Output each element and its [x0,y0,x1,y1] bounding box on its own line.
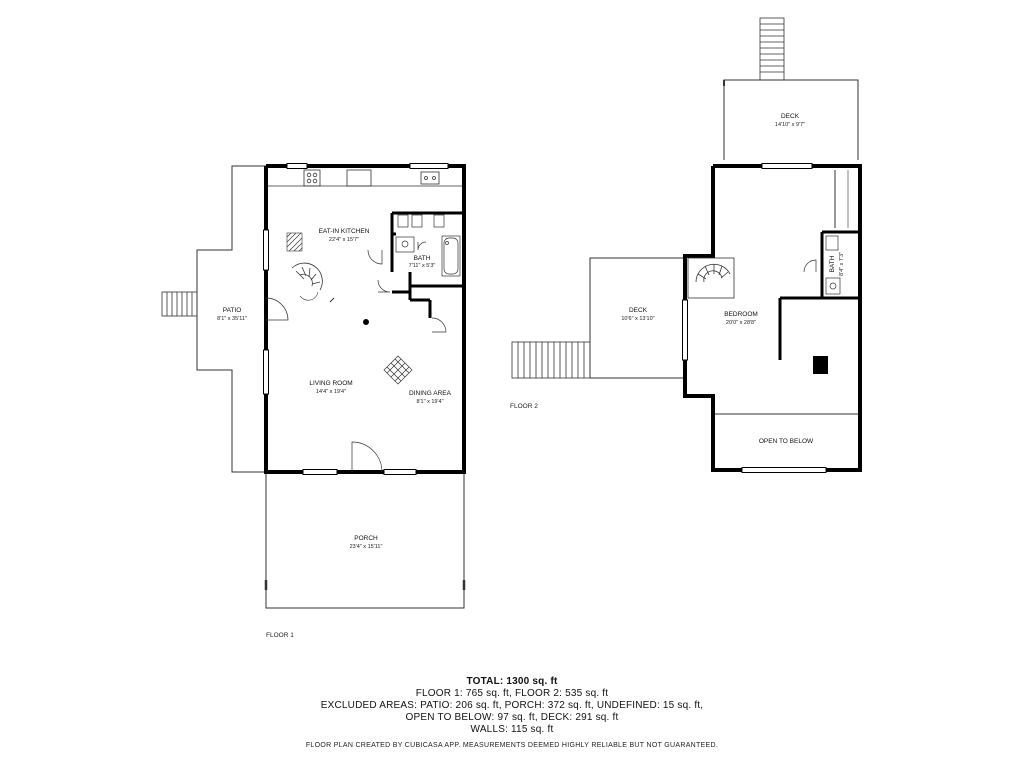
floor-1-doors [265,249,447,473]
floor-1-windows [263,163,449,475]
kitchen-counter [268,169,462,187]
bath-2-name: BATH [829,255,836,272]
total-area: TOTAL: 1300 sq. ft [466,676,558,687]
disclaimer: FLOOR PLAN CREATED BY CUBICASA APP. MEAS… [305,742,719,749]
floor-2-exterior-walls [683,164,862,472]
living-room-name: LIVING ROOM [309,380,352,387]
porch-outline [264,472,466,609]
support-column [363,319,369,325]
bath-1-size: 7'11" x 5'3" [409,263,436,269]
left-deck-name: DECK [629,307,648,314]
kitchen-name: EAT-IN KITCHEN [319,228,370,235]
floor-2-interior-walls [778,230,858,360]
excluded-areas: EXCLUDED AREAS: PATIO: 206 sq. ft, PORCH… [320,700,704,711]
spiral-stair [291,262,323,301]
floor-2-label: FLOOR 2 [510,403,538,410]
porch-name: PORCH [354,535,378,542]
bath-1-name: BATH [414,255,431,262]
dining-area-size: 8'1" x 19'4" [416,399,443,405]
floor-2-plan: DECK 14'10" x 9'7" DECK 10'6" x 13'10" B… [510,17,862,473]
open-and-deck-areas: OPEN TO BELOW: 97 sq. ft, DECK: 291 sq. … [405,712,619,723]
left-deck-stairs [511,341,591,379]
area-summary: TOTAL: 1300 sq. ft FLOOR 1: 765 sq. ft, … [0,676,1024,736]
patio-stairs [161,291,198,317]
spiral-stair-2 [687,257,735,299]
porch-size: 23'4" x 15'11" [350,544,383,550]
walls-area: WALLS: 115 sq. ft [470,724,554,735]
patio-name: PATIO [223,307,242,314]
kitchen-size: 22'4" x 15'7" [329,237,359,243]
top-deck-stairs [759,17,785,81]
bath-fixtures [395,214,461,277]
living-room-size: 14'4" x 19'4" [316,389,346,395]
patio-size: 8'1" x 35'11" [217,316,247,322]
top-deck-outline [723,79,859,160]
floor-2-windows [682,163,827,473]
floor-1-interior-walls [390,211,462,318]
bedroom-size: 20'0" x 28'8" [726,320,756,326]
bedroom-name: BEDROOM [724,311,758,318]
bath-2-size: 8'4" x 7'3" [839,252,845,276]
chimney [813,356,828,374]
left-deck-size: 10'6" x 13'10" [621,316,654,322]
top-deck-size: 14'10" x 9'7" [775,122,805,128]
dining-area-name: DINING AREA [409,390,452,397]
bath-2-fixtures [803,235,841,295]
stove-icon [286,232,303,252]
floor-areas: FLOOR 1: 765 sq. ft, FLOOR 2: 535 sq. ft [415,688,609,699]
dining-table [383,355,413,385]
open-to-below-name: OPEN TO BELOW [759,438,814,445]
electrical-mark [329,297,335,303]
top-deck-name: DECK [781,113,800,120]
floor-1-plan: EAT-IN KITCHEN 22'4" x 15'7" BATH 7'11" … [161,163,466,639]
floor-1-label: FLOOR 1 [266,632,294,639]
